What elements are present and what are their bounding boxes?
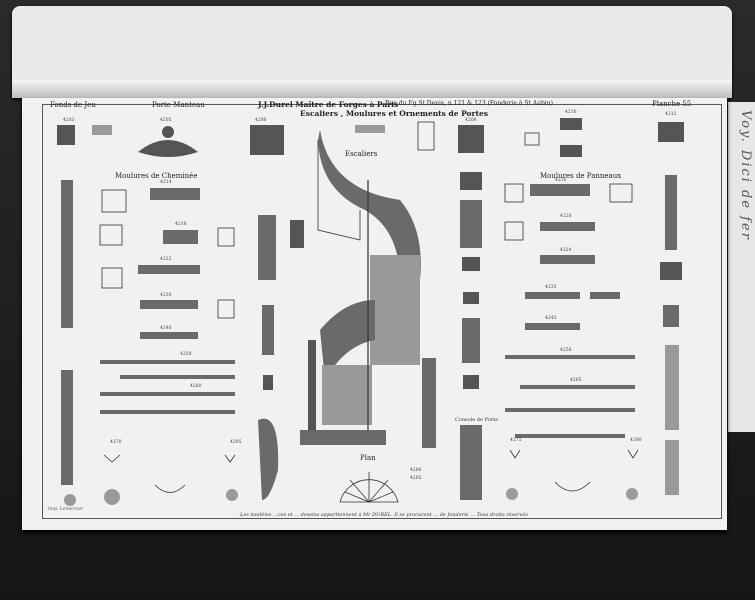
capitals-center-left: [250, 125, 304, 500]
spiral-staircase: [300, 130, 421, 445]
plate-title: J.J.Durel Maître de Forges à Paris: [258, 100, 399, 109]
facing-page: [12, 6, 732, 98]
catalog-number: 4275: [510, 438, 522, 443]
catalog-number: 4220: [560, 214, 572, 219]
catalog-number: 4256: [560, 348, 572, 353]
catalog-number: 4245: [545, 316, 557, 321]
porte-manteau-ornament: [92, 125, 198, 157]
catalog-number: 4203: [63, 118, 75, 123]
left-column-pieces: [57, 125, 120, 506]
header-fonds: Fonds de Jeu: [50, 101, 96, 109]
catalog-number: 4224: [560, 248, 572, 253]
catalog-number: 4205: [160, 118, 172, 123]
label-moulures-cheminee: Moulures de Cheminée: [115, 172, 198, 180]
catalog-number: 4235: [545, 285, 557, 290]
label-plan: Plan: [360, 454, 376, 462]
right-column-pieces: [658, 122, 684, 495]
catalog-number: 4240: [160, 326, 172, 331]
catalog-number: 4290: [630, 438, 642, 443]
plate-footer: Les modèles ...ces et ... dessins appart…: [240, 512, 528, 518]
margin-handwriting: Voy. Dici de fer: [738, 110, 753, 241]
catalog-number: 4210: [565, 110, 577, 115]
plate-number: Planche 55: [652, 100, 692, 108]
catalog-number: 4280: [410, 468, 422, 473]
catalog-number: 4206: [255, 118, 267, 123]
stair-plan: [339, 472, 399, 503]
moulures-right: [504, 118, 639, 500]
catalog-number: 4260: [190, 384, 202, 389]
catalog-number: 4230: [160, 293, 172, 298]
header-porte-manteau: Porte-Manteau: [152, 101, 205, 109]
catalog-number: 4216: [555, 178, 567, 183]
catalog-number: 4218: [175, 222, 187, 227]
catalog-number: 4285: [410, 476, 422, 481]
plate-subtitle: Escaliers , Moulures et Ornements de Por…: [300, 109, 488, 118]
catalog-number: 4265: [570, 378, 582, 383]
label-escaliers: Escaliers: [345, 150, 378, 158]
plate-title-detail: Rue du Fg.St.Denis, n.121 & 123 (Fonderi…: [385, 100, 553, 107]
page-curl: [12, 80, 732, 98]
center-right-ornaments: [355, 121, 484, 500]
catalog-number: 4212: [665, 112, 677, 117]
moulures-left: [99, 188, 238, 501]
catalog-number: 4214: [160, 180, 172, 185]
side-paper-strip: [728, 102, 755, 432]
catalog-number: 4208: [465, 118, 477, 123]
catalog-number: 4222: [160, 257, 172, 262]
catalog-number: 4250: [180, 352, 192, 357]
plate-border: [42, 104, 722, 519]
label-console: Console de Porte: [455, 417, 499, 423]
label-moulures-panneaux: Moulures de Panneaux: [540, 172, 622, 180]
catalog-number: 4270: [110, 440, 122, 445]
catalog-number: 4295: [230, 440, 242, 445]
engraver-credit: Imp. Lemercier: [48, 507, 84, 512]
